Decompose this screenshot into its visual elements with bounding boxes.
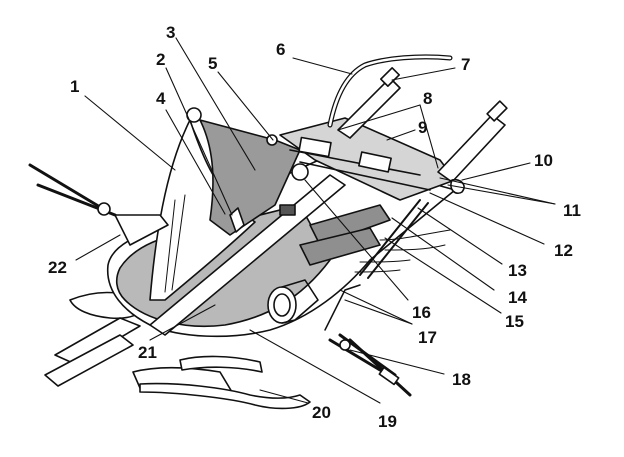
- callout-8: 8: [423, 89, 432, 108]
- callout-3: 3: [166, 23, 175, 42]
- callout-15: 15: [505, 312, 524, 331]
- callout-1: 1: [70, 77, 79, 96]
- callout-7: 7: [461, 55, 470, 74]
- callout-14: 14: [508, 288, 527, 307]
- leg-strap-assembly: [44, 291, 311, 410]
- callout-labels: 1 2 3 4 5 6 7 8 9 10 11 12 13 14 15 16 1…: [48, 23, 581, 431]
- left-cable: [28, 163, 107, 212]
- right-strap: [437, 114, 506, 183]
- callout-9: 9: [418, 118, 427, 137]
- callout-11: 11: [563, 201, 581, 220]
- callout-21: 21: [138, 343, 157, 362]
- callout-2: 2: [156, 50, 165, 69]
- callout-18: 18: [452, 370, 471, 389]
- callout-20: 20: [312, 403, 331, 422]
- callout-5: 5: [208, 54, 217, 73]
- callout-12: 12: [554, 241, 573, 260]
- leader-lines: [75, 37, 556, 404]
- callout-17: 17: [418, 328, 437, 347]
- callout-22: 22: [48, 258, 67, 277]
- callout-19: 19: [378, 412, 397, 431]
- callout-6: 6: [276, 40, 285, 59]
- callout-10: 10: [534, 151, 553, 170]
- callout-16: 16: [412, 303, 431, 322]
- shoulder-strap: [337, 77, 401, 139]
- roll-cylinder: [267, 286, 297, 324]
- callout-13: 13: [508, 261, 527, 280]
- harness-band: [149, 174, 346, 336]
- callout-4: 4: [156, 89, 166, 108]
